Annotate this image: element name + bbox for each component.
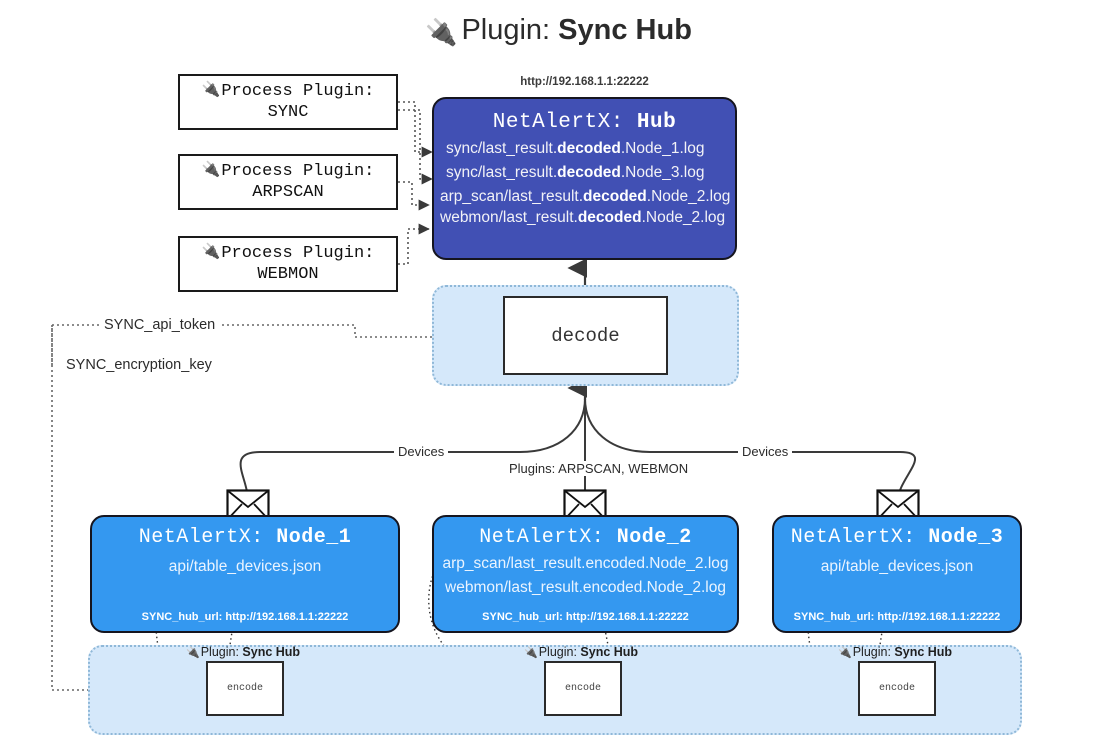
node-hub-url: SYNC_hub_url: http://192.168.1.1:22222 (482, 611, 689, 623)
encoder-plugin-label: 🔌Plugin: Sync Hub (838, 645, 952, 659)
log-post: .Node_3.log (620, 164, 705, 181)
log-post: .Node_1.log (620, 140, 705, 157)
process-plugin-label: Process Plugin: (221, 81, 375, 101)
node-title-prefix: NetAlertX: (479, 526, 617, 549)
hub-log-line: arp_scan/last_result.decoded.Node_2.log (440, 188, 735, 206)
log-post: .Node_2.log (646, 188, 731, 205)
log-post: .Node_2.log (641, 209, 726, 226)
node-line: arp_scan/last_result.encoded.Node_2.log (442, 555, 729, 572)
node-title: NetAlertX: Node_2 (434, 526, 737, 549)
process-plugin-label: Process Plugin: (221, 243, 375, 263)
node-1[interactable]: NetAlertX: Node_1 api/table_devices.json… (90, 515, 400, 633)
plug-icon: 🔌 (186, 647, 200, 659)
encode-box[interactable]: encode (544, 661, 622, 716)
encoder-label-prefix: Plugin: (200, 645, 243, 659)
node-title: NetAlertX: Node_1 (92, 526, 398, 549)
process-plugin-label: Process Plugin: (221, 161, 375, 181)
node-line: api/table_devices.json (168, 558, 322, 575)
hub-url-label: http://192.168.1.1:22222 (520, 76, 649, 88)
log-pre: sync/last_result. (446, 164, 558, 181)
node-title-prefix: NetAlertX: (138, 526, 277, 549)
node-line: webmon/last_result.encoded.Node_2.log (445, 579, 726, 596)
encoder-label-prefix: Plugin: (852, 645, 895, 659)
log-pre: webmon/last_result. (440, 209, 578, 226)
node-3[interactable]: NetAlertX: Node_3 api/table_devices.json… (772, 515, 1022, 633)
process-plugin-webmon[interactable]: 🔌Process Plugin: WEBMON (178, 236, 398, 292)
hub-log-line: webmon/last_result.decoded.Node_2.log (440, 209, 735, 227)
hub-title-name: Hub (636, 111, 677, 134)
decode-box[interactable]: decode (503, 296, 668, 375)
log-bold: decoded (583, 188, 647, 205)
hub-title: NetAlertX: Hub (434, 111, 735, 134)
edge-label-plugins: Plugins: ARPSCAN, WEBMON (505, 461, 693, 476)
page-title: 🔌Plugin: Sync Hub (0, 14, 1117, 48)
log-bold: decoded (557, 140, 621, 157)
process-plugin-sync[interactable]: 🔌Process Plugin: SYNC (178, 74, 398, 130)
hub-node[interactable]: NetAlertX: Hub sync/last_result.decoded.… (432, 97, 737, 260)
encoder-label-name: Sync Hub (894, 645, 953, 659)
hub-log-line: sync/last_result.decoded.Node_3.log (446, 164, 735, 182)
encode-box[interactable]: encode (206, 661, 284, 716)
node-title-name: Node_1 (276, 526, 352, 549)
process-plugin-name: ARPSCAN (252, 183, 324, 202)
page-title-prefix: Plugin: (461, 14, 559, 46)
log-bold: decoded (577, 209, 642, 226)
log-pre: arp_scan/last_result. (440, 188, 584, 205)
edge-label-devices-left: Devices (394, 444, 449, 459)
plug-icon: 🔌 (201, 82, 221, 99)
plug-icon: 🔌 (524, 647, 538, 659)
encoder-label-prefix: Plugin: (538, 645, 581, 659)
node-hub-url: SYNC_hub_url: http://192.168.1.1:22222 (793, 611, 1001, 623)
node-title: NetAlertX: Node_3 (774, 526, 1020, 549)
node-title-name: Node_2 (616, 526, 692, 549)
node-line: api/table_devices.json (820, 558, 974, 575)
encoder-label-name: Sync Hub (242, 645, 301, 659)
encoder-label-name: Sync Hub (580, 645, 639, 659)
encoder-plugin-label: 🔌Plugin: Sync Hub (186, 645, 300, 659)
plug-icon: 🔌 (425, 17, 458, 47)
process-plugin-name: SYNC (267, 103, 309, 122)
page-title-name: Sync Hub (558, 14, 692, 46)
plug-icon: 🔌 (838, 647, 852, 659)
encoder-plugin-label: 🔌Plugin: Sync Hub (524, 645, 638, 659)
encode-box[interactable]: encode (858, 661, 936, 716)
node-2[interactable]: NetAlertX: Node_2 arp_scan/last_result.e… (432, 515, 739, 633)
node-title-prefix: NetAlertX: (790, 526, 929, 549)
log-pre: sync/last_result. (446, 140, 558, 157)
hub-log-line: sync/last_result.decoded.Node_1.log (446, 140, 735, 158)
plug-icon: 🔌 (201, 244, 221, 261)
process-plugin-arpscan[interactable]: 🔌Process Plugin: ARPSCAN (178, 154, 398, 210)
log-bold: decoded (557, 164, 621, 181)
edge-label-devices-right: Devices (738, 444, 793, 459)
sync-api-token-label: SYNC_api_token (100, 317, 220, 333)
node-title-name: Node_3 (928, 526, 1004, 549)
hub-title-prefix: NetAlertX: (492, 111, 637, 134)
node-hub-url: SYNC_hub_url: http://192.168.1.1:22222 (141, 611, 349, 623)
sync-encryption-key-label: SYNC_encryption_key (62, 357, 216, 373)
process-plugin-name: WEBMON (257, 265, 319, 284)
plug-icon: 🔌 (201, 162, 221, 179)
